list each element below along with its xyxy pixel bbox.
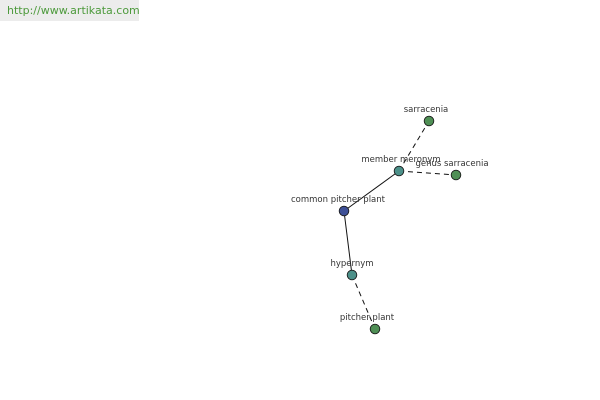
site-url-link[interactable]: http://www.artikata.com bbox=[0, 0, 140, 21]
node-common-pitcher-plant[interactable] bbox=[338, 205, 350, 217]
edge-common-pitcher-plant-to-hypernym bbox=[343, 210, 353, 276]
node-sarracenia[interactable] bbox=[423, 115, 435, 127]
edge-member-meronym-to-sarracenia bbox=[398, 120, 430, 172]
node-label-pitcher-plant: pitcher plant bbox=[340, 313, 395, 323]
edge-common-pitcher-plant-to-member-meronym bbox=[343, 170, 400, 212]
nodes-layer bbox=[338, 115, 462, 335]
node-label-sarracenia: sarracenia bbox=[404, 105, 449, 115]
node-label-hypernym: hypernym bbox=[330, 259, 373, 269]
node-genus-sarracenia[interactable] bbox=[450, 169, 462, 181]
node-label-member-meronym: member meronym bbox=[361, 155, 440, 165]
node-hypernym[interactable] bbox=[346, 269, 358, 281]
edges-layer bbox=[343, 120, 457, 330]
node-label-common-pitcher-plant: common pitcher plant bbox=[291, 195, 386, 205]
edge-member-meronym-to-genus-sarracenia bbox=[398, 170, 457, 176]
edge-hypernym-to-pitcher-plant bbox=[351, 274, 376, 330]
node-pitcher-plant[interactable] bbox=[369, 323, 381, 335]
node-label-genus-sarracenia: genus sarracenia bbox=[415, 159, 488, 169]
node-member-meronym[interactable] bbox=[393, 165, 405, 177]
